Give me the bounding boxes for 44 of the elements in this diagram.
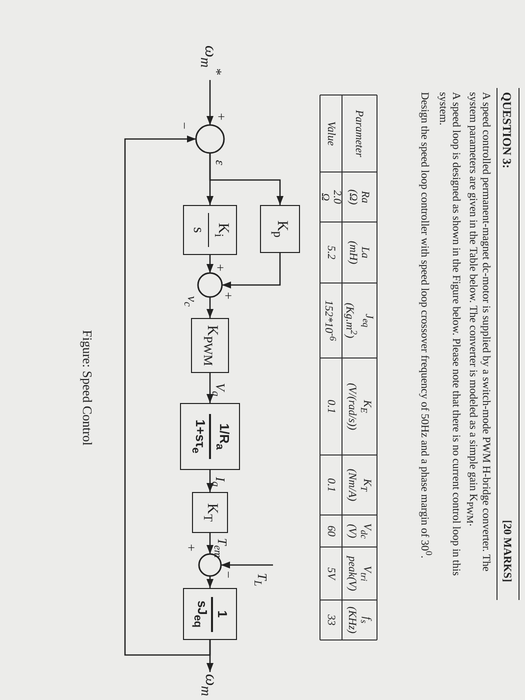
parameter-value: 5.2 [325, 246, 337, 260]
column-heading: La (mH) [348, 240, 372, 264]
parameter-value: 33 [325, 614, 337, 626]
parameter-value: 2.0 Ω [319, 190, 343, 204]
marks-text: [20 MARKS] [501, 520, 513, 582]
transfer-function-block [180, 403, 240, 470]
arrow [206, 470, 214, 492]
arrow [221, 562, 273, 568]
column-heading: V$_{dc}$ (V) [346, 523, 374, 539]
figure-caption: Figure: Speed Control [79, 330, 95, 446]
sign-label: + [185, 544, 198, 552]
signal-label: ε [213, 160, 227, 166]
sign-label: − [222, 571, 235, 578]
question-heading: QUESTION 3: [499, 92, 514, 168]
transfer-function-block [192, 492, 228, 533]
arrow [206, 255, 214, 273]
parameter-value: 0.1 [325, 400, 337, 414]
transfer-function-block [183, 205, 237, 255]
arrow [206, 373, 214, 403]
sign-label: + [215, 113, 228, 120]
arrow [206, 297, 214, 318]
arrow [206, 576, 214, 588]
sign-label: + [222, 292, 235, 300]
transfer-function-block [183, 588, 237, 640]
parameter-value: 5V [325, 567, 337, 580]
fraction-denominator: s [189, 227, 206, 233]
column-heading: Ra (Ω) [348, 189, 372, 205]
row-heading: Value [325, 121, 337, 146]
summing-junction [197, 272, 223, 298]
parameter-value: 0.1 [325, 478, 337, 492]
parameter-value: 60 [325, 526, 337, 536]
transfer-function-block [191, 318, 229, 373]
fraction-numerator: 1 [214, 610, 230, 618]
summing-junction [195, 124, 225, 154]
question-text: A speed loop is designed as shown in the Figure below. Please note that there is no current control loop in this system. [436, 92, 462, 578]
arrow [222, 253, 281, 288]
sign-label: − [178, 122, 191, 130]
arrow [206, 80, 214, 125]
arrow [206, 533, 214, 554]
arrow [124, 136, 211, 656]
transfer-function-block [260, 205, 300, 253]
row-heading: Parameter [354, 110, 366, 158]
sign-label: + [214, 264, 227, 272]
arrow [209, 153, 284, 205]
